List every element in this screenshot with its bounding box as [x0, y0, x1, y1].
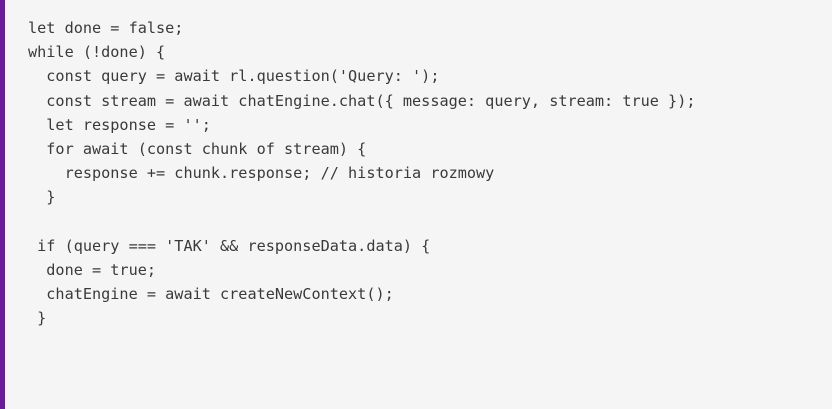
- code-line-9: [28, 210, 696, 234]
- code-line-12: chatEngine = await createNewContext();: [28, 285, 394, 304]
- code-line-13: }: [28, 309, 47, 328]
- code-line-2: while (!done) {: [28, 43, 166, 62]
- code-line-6: for await (const chunk of stream) {: [28, 139, 367, 158]
- code-line-5: let response = '';: [28, 115, 211, 134]
- code-line-3: const query = await rl.question('Query: …: [28, 67, 440, 86]
- code-line-1: let done = false;: [28, 19, 184, 37]
- code-line-7: response += chunk.response; // historia …: [28, 164, 495, 183]
- code-line-10: if (query === 'TAK' && responseData.data…: [28, 236, 431, 255]
- code-line-11: done = true;: [28, 260, 157, 279]
- code-line-4: const stream = await chatEngine.chat({ m…: [28, 91, 696, 110]
- code-content: let done = false; while (!done) { const q…: [28, 16, 696, 330]
- code-line-8: }: [28, 188, 56, 207]
